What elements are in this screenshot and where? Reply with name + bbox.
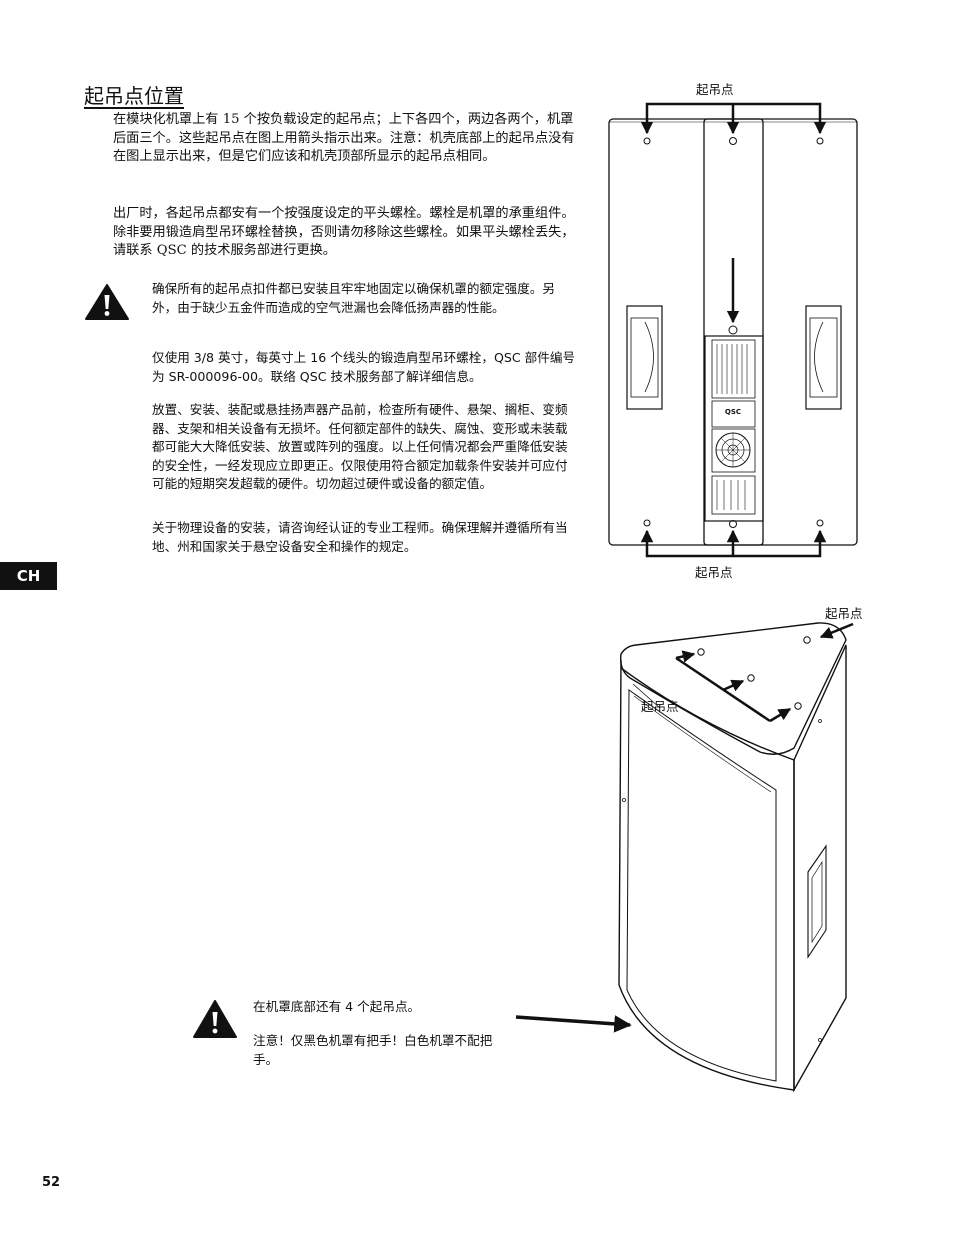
- bottom-rigging-arrows: [640, 529, 827, 558]
- language-tab: CH: [0, 562, 57, 590]
- warning-eyebolts: 仅使用 3/8 英寸，每英寸上 16 个线头的锻造肩型吊环螺栓，QSC 部件编号…: [152, 350, 576, 384]
- warning-engineer: 关于物理设备的安装，请咨询经认证的专业工程师。确保理解并遵循所有当地、州和国家关…: [152, 520, 568, 554]
- label-iso-right-rigging: 起吊点: [825, 606, 863, 621]
- section-title: 起吊点位置: [84, 84, 184, 108]
- iso-rigging-arrows: [675, 622, 854, 723]
- warning-triangle-icon: [85, 284, 129, 320]
- page-number: 52: [42, 1175, 61, 1190]
- label-iso-left-rigging: 起吊点: [641, 699, 679, 714]
- label-bottom-rigging: 起吊点: [695, 565, 733, 580]
- cabinet-isometric-view: [618, 622, 847, 1093]
- top-rigging-arrows: [640, 102, 827, 135]
- intro-paragraph: 在模块化机罩上有 15 个按负载设定的起吊点；上下各四个，两边各两个，机罩后面三…: [113, 112, 575, 164]
- bottom-pointer-arrow: [515, 1015, 632, 1033]
- note-handles: 注意！仅黑色机罩有把手！白色机罩不配把手。: [253, 1033, 493, 1067]
- warning-triangle-icon: [193, 1000, 237, 1038]
- amp-brand-label: QSC: [725, 408, 741, 416]
- warning-fasteners: 确保所有的起吊点扣件都已安装且牢牢地固定以确保机罩的额定强度。另外，由于缺少五金…: [152, 281, 555, 315]
- cabinet-back-view: [608, 118, 858, 546]
- label-top-rigging: 起吊点: [696, 82, 734, 97]
- warning-inspection: 放置、安装、装配或悬挂扬声器产品前，检查所有硬件、悬架、搁柜、变频器、支架和相关…: [152, 402, 568, 491]
- bolts-paragraph: 出厂时，各起吊点都安有一个按强度设定的平头螺栓。螺栓是机罩的承重组件。除非要用锻…: [113, 206, 575, 258]
- note-bottom-rigging: 在机罩底部还有 4 个起吊点。: [253, 999, 421, 1014]
